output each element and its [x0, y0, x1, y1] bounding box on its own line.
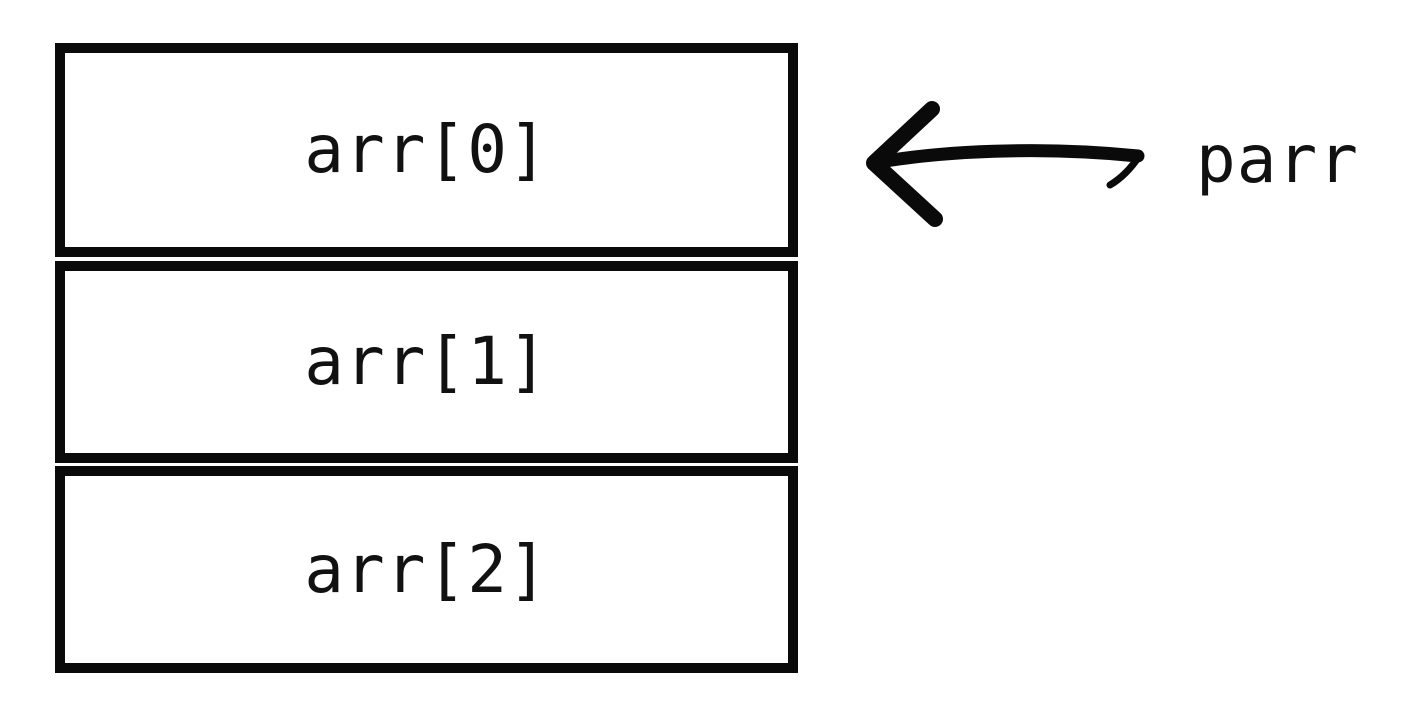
array-cell-1: arr[1] — [55, 261, 798, 463]
array-stack: arr[0] arr[1] arr[2] — [55, 43, 798, 673]
pointer-label: parr — [1196, 121, 1359, 198]
array-cell-1-label: arr[1] — [304, 323, 549, 400]
arrow-left-icon — [866, 101, 1145, 227]
array-cell-2-label: arr[2] — [304, 530, 549, 608]
array-cell-2: arr[2] — [55, 466, 798, 673]
array-cell-0-label: arr[0] — [304, 111, 549, 188]
array-cell-0: arr[0] — [55, 43, 798, 257]
